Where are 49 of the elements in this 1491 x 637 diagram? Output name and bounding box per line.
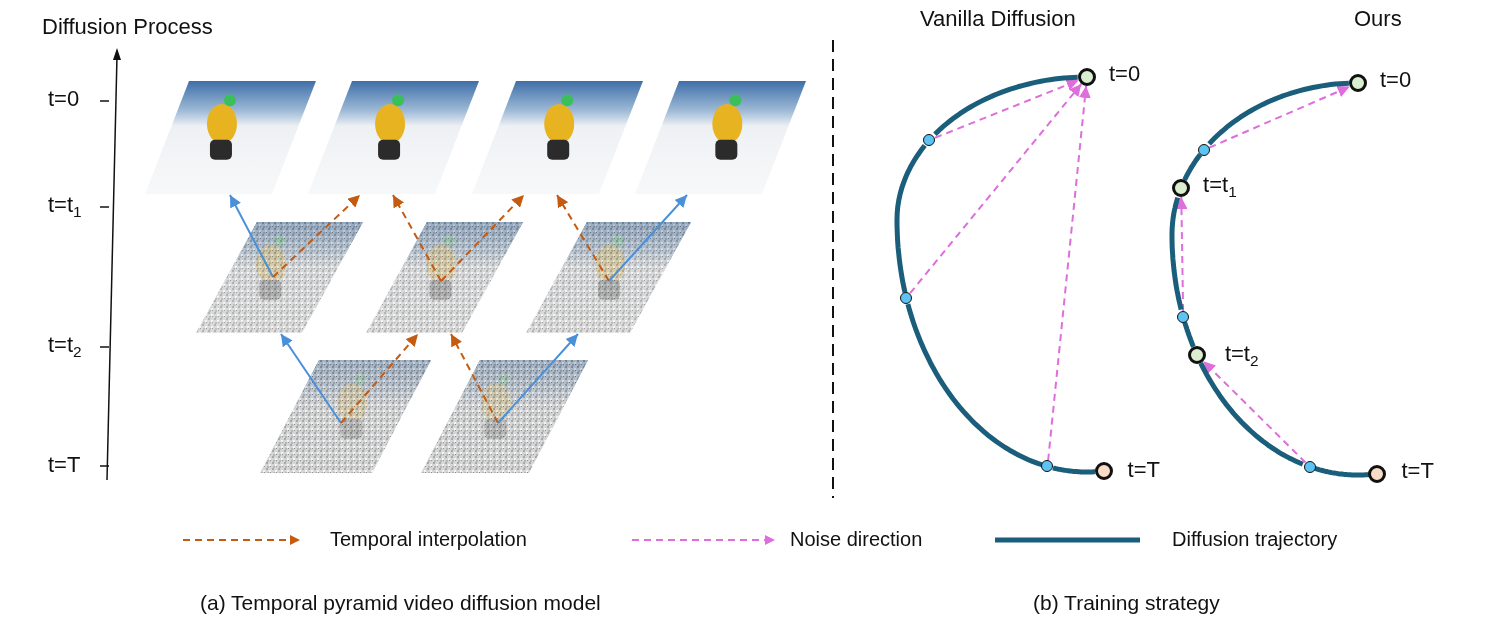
arrow [909, 83, 1083, 295]
panel-heading: Ours [1354, 6, 1402, 33]
time-point-circle [1187, 346, 1206, 364]
trajectory-line [894, 143, 927, 293]
arrow [1175, 196, 1188, 313]
trajectory-line [1182, 320, 1196, 349]
time-label: t=t$_{1}$ [48, 192, 82, 222]
caption: (b) Training strategy [1033, 590, 1220, 616]
time-label: t=t$_{2}$ [48, 332, 82, 362]
arrow [608, 194, 688, 282]
legend-label: Temporal interpolation [330, 527, 527, 551]
time-label: t=0 [1380, 67, 1412, 94]
arrow [229, 194, 274, 278]
arrow [1047, 85, 1091, 462]
time-point-circle [1172, 179, 1191, 197]
time-label: t=T [1127, 457, 1160, 484]
time-label: t=t$_{2}$ [1224, 341, 1259, 371]
panel-heading: Vanilla Diffusion [920, 6, 1076, 33]
time-point-circle [1094, 462, 1113, 481]
arrow [556, 194, 610, 282]
sample-point-dot [1041, 460, 1054, 473]
arrow [392, 194, 442, 282]
trajectory-line [1314, 466, 1370, 478]
trajectory-line [1051, 465, 1097, 475]
trajectory-line [1182, 152, 1203, 182]
sample-point-dot [1197, 144, 1210, 156]
sample-point-dot [923, 134, 936, 147]
time-point-circle [1078, 68, 1096, 86]
arrow [272, 194, 361, 278]
caption: (a) Temporal pyramid video diffusion model [200, 590, 601, 616]
time-label: t=T [1401, 457, 1434, 485]
arrow [440, 194, 525, 282]
arrow [280, 333, 342, 424]
time-point-circle [1349, 74, 1367, 92]
legend-label: Noise direction [790, 527, 923, 551]
panel-heading: Diffusion Process [42, 14, 213, 41]
time-label: t=T [48, 452, 81, 479]
sample-point-dot [1177, 311, 1190, 324]
arrow [450, 333, 499, 424]
trajectory-line [1169, 197, 1184, 311]
trajectory-line [905, 303, 1044, 468]
time-point-circle [1368, 464, 1387, 483]
arrow [497, 333, 579, 424]
time-label: t=t$_{1}$ [1203, 172, 1237, 202]
legend-label: Diffusion trajectory [1172, 527, 1338, 551]
arrow [340, 333, 419, 424]
time-label: t=0 [48, 86, 80, 113]
sample-point-dot [1303, 460, 1316, 473]
time-label: t=0 [1109, 61, 1141, 88]
